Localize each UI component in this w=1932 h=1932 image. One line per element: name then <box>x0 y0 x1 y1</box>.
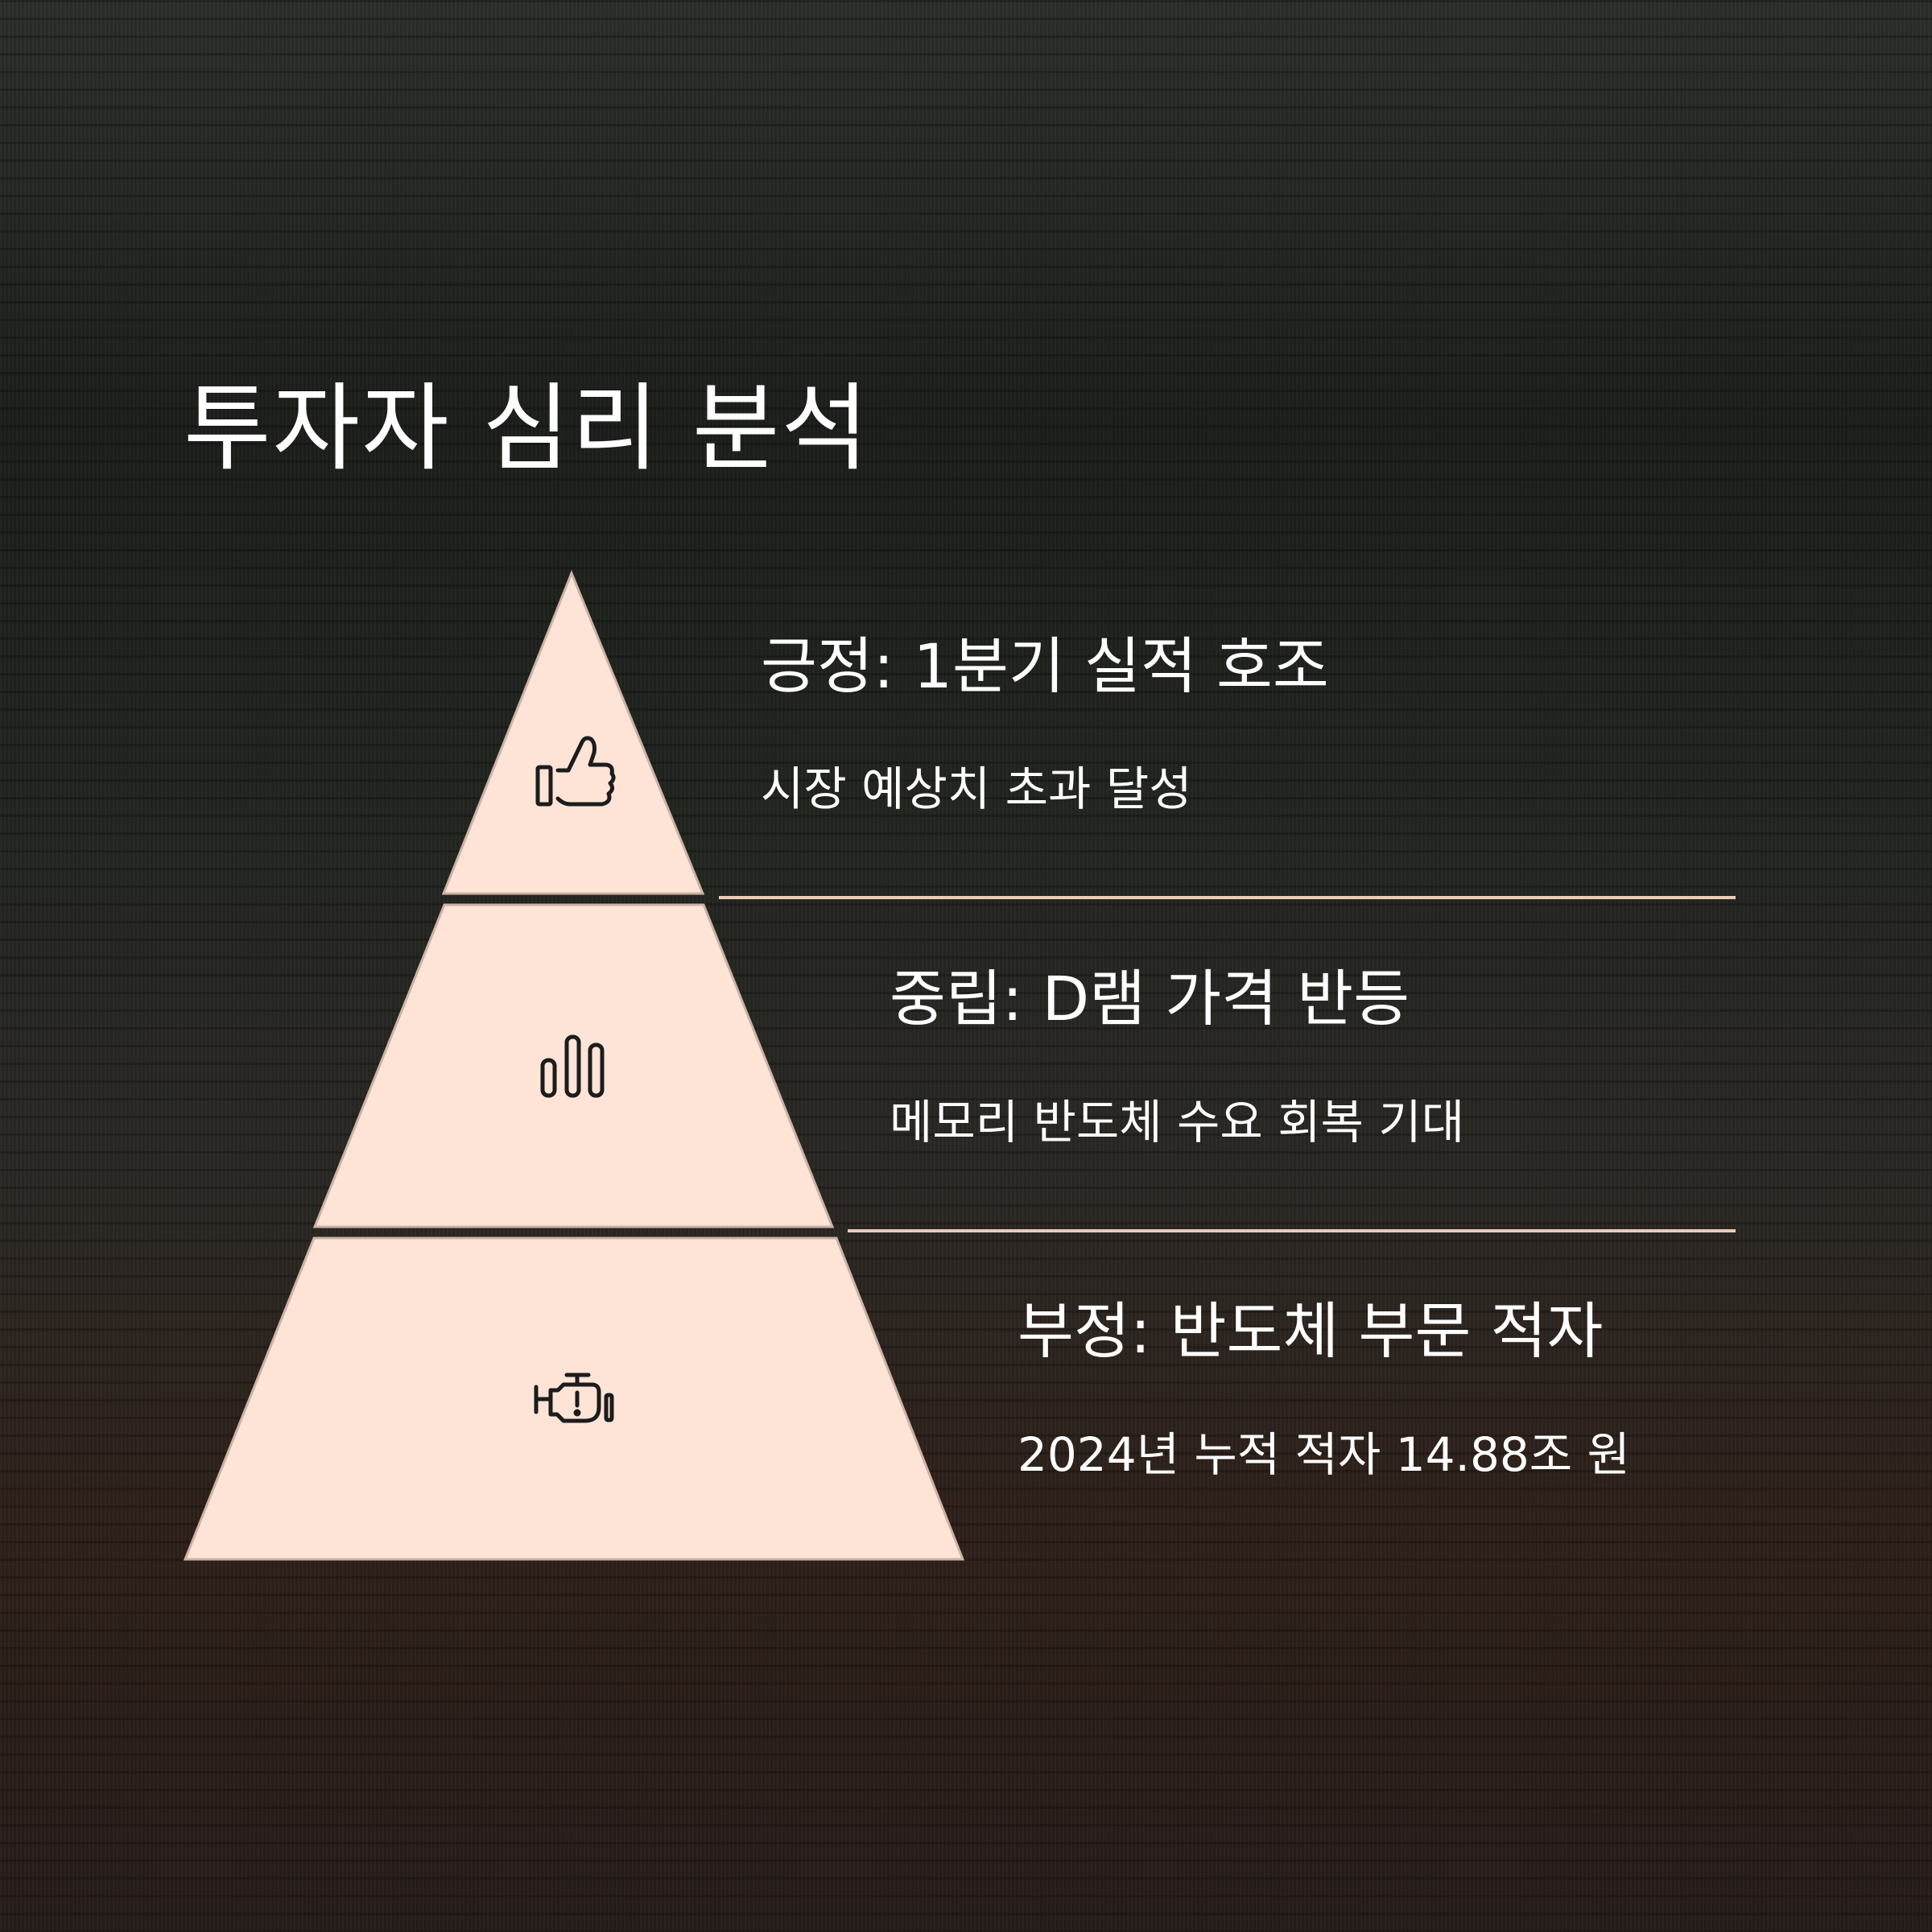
level-2-title: 중립: D램 가격 반등 <box>890 963 1410 1034</box>
engine-warning-icon <box>534 1373 614 1423</box>
level-1-description: 시장 예상치 초과 달성 <box>761 762 1192 816</box>
divider-2 <box>848 1229 1736 1232</box>
divider-1 <box>719 896 1736 899</box>
pyramid-tier-top <box>441 569 705 895</box>
level-1-title: 긍정: 1분기 실적 호조 <box>761 630 1329 702</box>
pyramid-tier-bottom <box>183 1236 965 1561</box>
level-3-title: 부정: 반도체 부문 적자 <box>1018 1295 1604 1367</box>
pyramid-tier-middle <box>312 903 835 1228</box>
thumbs-up-icon <box>535 736 616 807</box>
bar-chart-icon <box>540 1034 605 1098</box>
level-3-description: 2024년 누적 적자 14.88조 원 <box>1018 1427 1630 1482</box>
page-title: 투자자 심리 분석 <box>184 373 870 484</box>
level-2-description: 메모리 반도체 수요 회복 기대 <box>890 1095 1465 1150</box>
